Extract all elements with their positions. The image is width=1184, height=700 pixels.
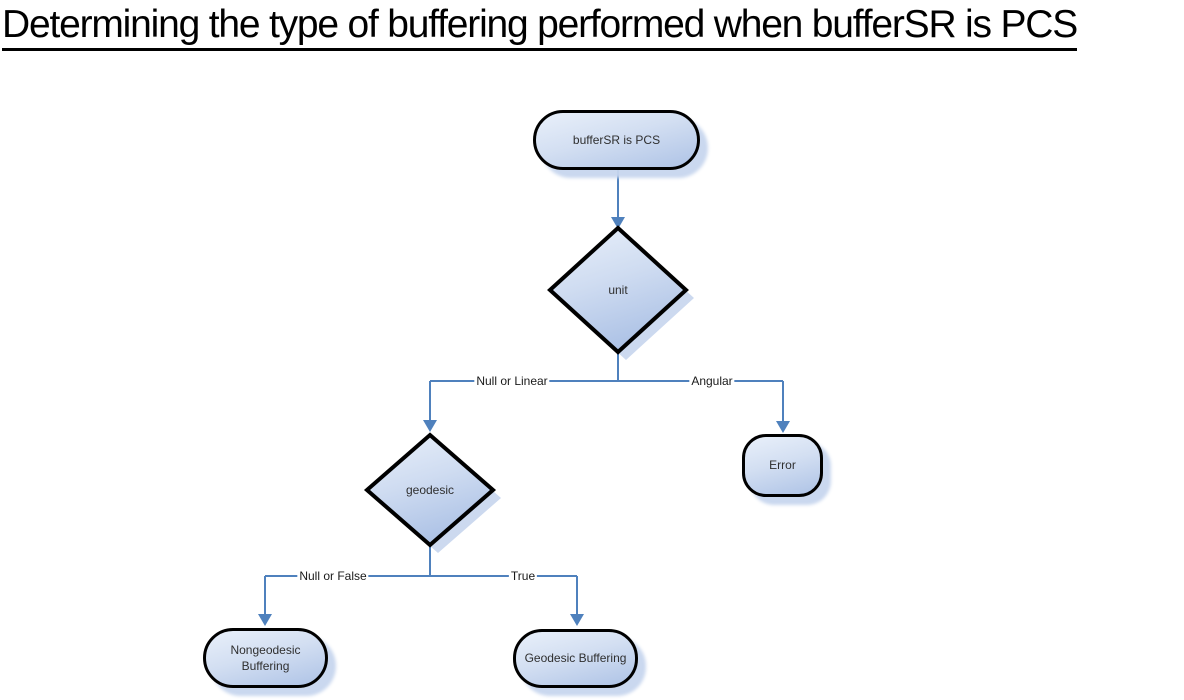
edge-label-angular: Angular — [689, 374, 735, 388]
node-start-buffersr-is-pcs: bufferSR is PCS — [533, 110, 700, 170]
node-geodesic-buffering: Geodesic Buffering — [513, 629, 638, 688]
node-label: geodesic — [405, 483, 455, 497]
arrowhead-icon — [776, 421, 790, 433]
edge-label-null-or-linear: Null or Linear — [474, 374, 550, 388]
node-nongeodesic-buffering: Nongeodesic Buffering — [203, 628, 328, 688]
page-title: Determining the type of buffering perfor… — [2, 3, 1078, 51]
node-unit-decision — [547, 225, 694, 360]
node-label: Error — [769, 458, 796, 473]
node-label: bufferSR is PCS — [572, 132, 661, 147]
node-label: Nongeodesic Buffering — [230, 642, 301, 673]
edge-label-null-or-false: Null or False — [297, 569, 369, 583]
arrowhead-icon — [258, 614, 272, 626]
node-label: Geodesic Buffering — [524, 651, 627, 666]
edge-label-true: True — [508, 569, 538, 583]
node-geodesic-decision — [363, 432, 501, 553]
arrowhead-icon — [570, 614, 584, 626]
node-label: unit — [608, 283, 628, 297]
node-error: Error — [742, 434, 823, 497]
